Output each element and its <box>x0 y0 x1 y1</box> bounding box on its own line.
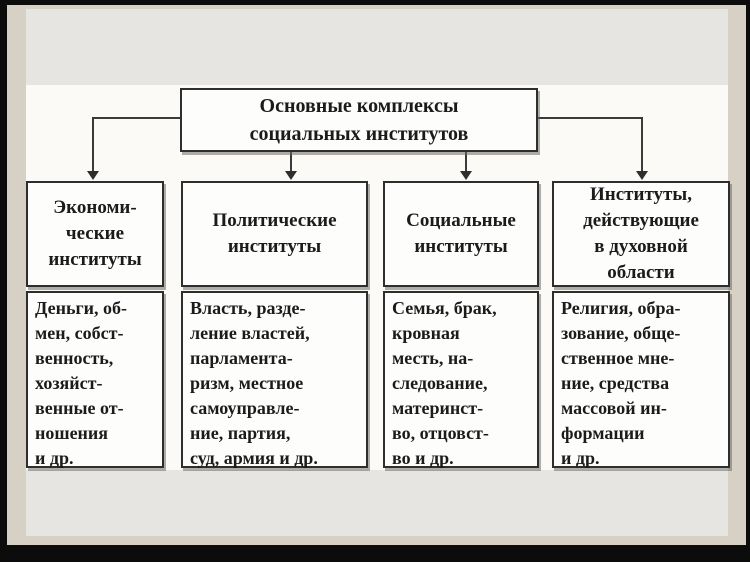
connector-political-vertical <box>290 152 292 171</box>
body-box-economic: Деньги, об- мен, собст- венность, хозяйс… <box>26 291 164 468</box>
header-box-economic: Экономи- ческие институты <box>26 181 164 287</box>
arrowhead-social <box>460 171 472 180</box>
arrowhead-economic <box>87 171 99 180</box>
connector-right-vertical <box>641 117 643 171</box>
body-box-spiritual: Религия, обра- зование, обще- ственное м… <box>552 291 730 468</box>
connector-left-vertical <box>92 117 94 171</box>
connector-left-horizontal <box>92 117 180 119</box>
body-box-political: Власть, разде- ление властей, парламента… <box>181 291 368 468</box>
body-box-social: Семья, брак, кровная месть, на- следован… <box>383 291 539 468</box>
arrowhead-political <box>285 171 297 180</box>
root-node-title: Основные комплексы социальных институтов <box>180 88 538 152</box>
connector-right-horizontal <box>538 117 643 119</box>
header-box-spiritual: Институты, действующие в духовной област… <box>552 181 730 287</box>
connector-social-vertical <box>465 152 467 171</box>
header-box-political: Политические институты <box>181 181 368 287</box>
header-box-social: Социальные институты <box>383 181 539 287</box>
arrowhead-spiritual <box>636 171 648 180</box>
